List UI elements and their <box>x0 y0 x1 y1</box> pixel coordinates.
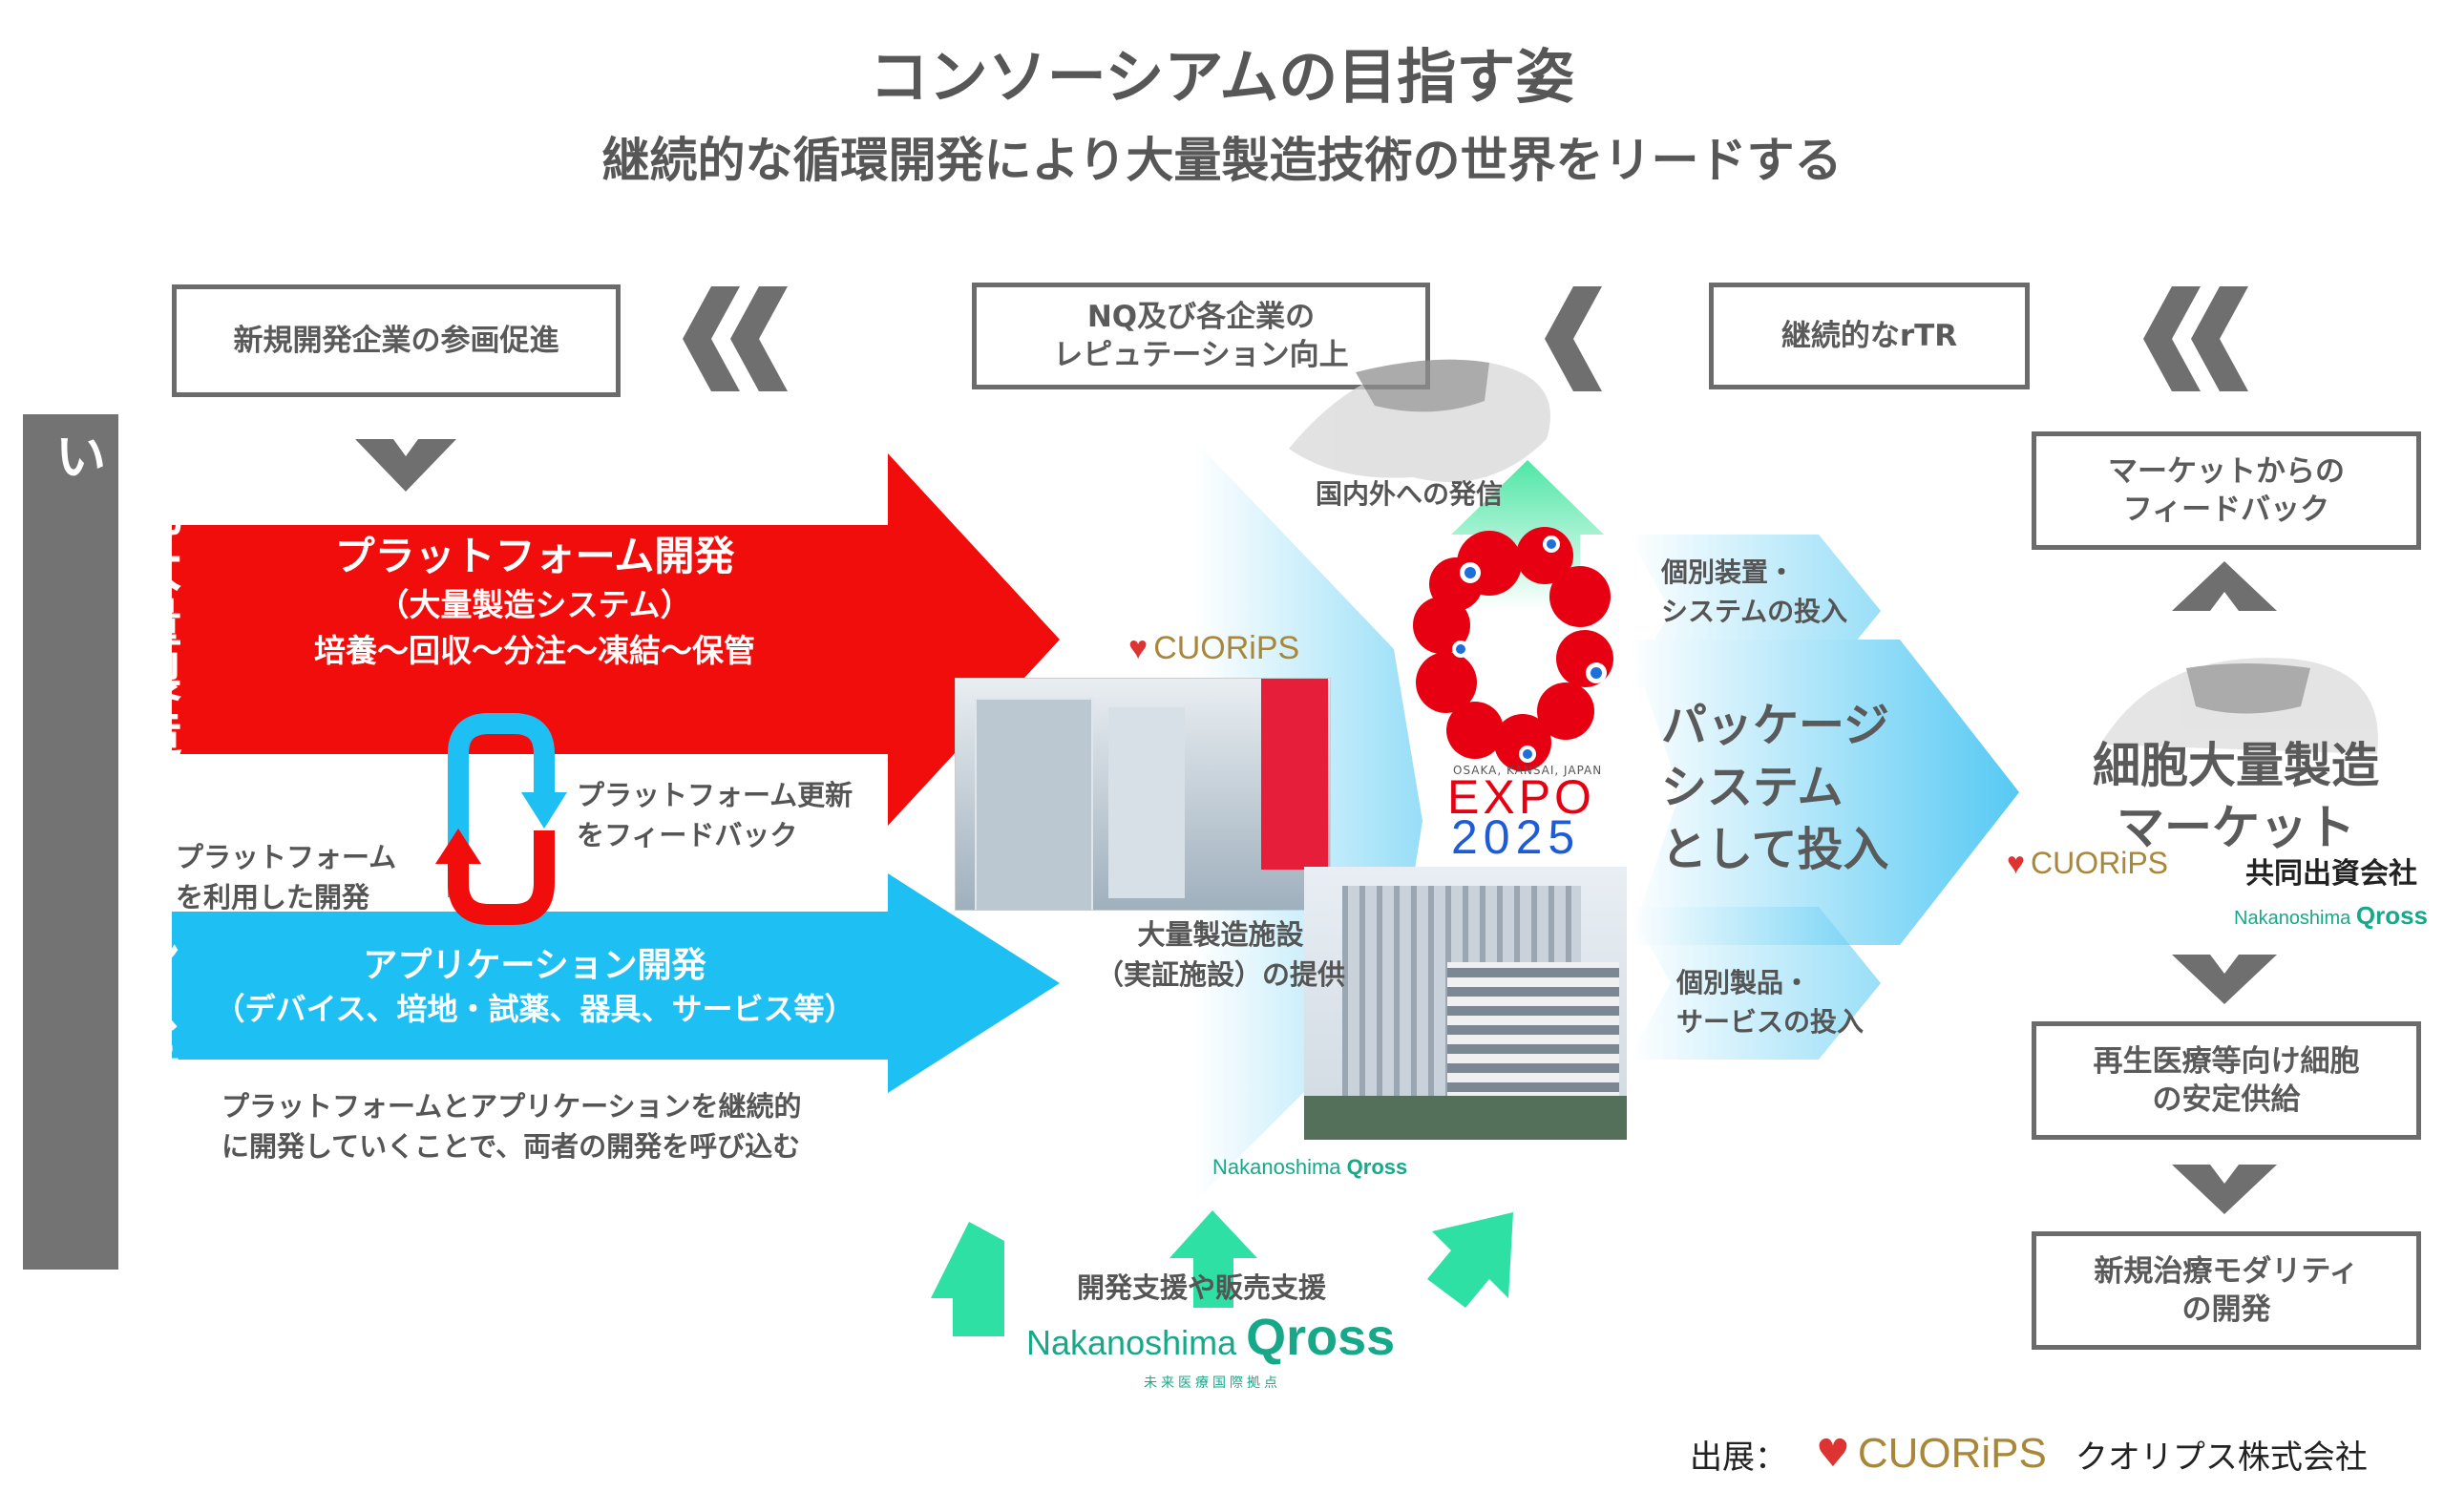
expo-year: 2025 <box>1451 810 1581 864</box>
chevrons <box>355 286 2277 1214</box>
page-title: コンソーシアムの目指す姿 <box>869 42 1575 112</box>
nq-logo-subtitle: 未来医療国際拠点 <box>1144 1376 1281 1391</box>
application-arrow <box>172 873 1060 1093</box>
support-arrows <box>931 1210 1513 1336</box>
left-banner <box>23 414 118 1270</box>
expo-word: EXPO <box>1447 770 1595 824</box>
package-product-label: 個別製品・ サービスの投入 <box>1676 967 1865 1038</box>
broadcast-label: 国内外への発信 <box>1316 478 1504 510</box>
box-stable-supply: 再生医療等向け細胞 の安定供給 <box>2032 1021 2421 1140</box>
platform-title: プラットフォーム開発 <box>334 533 735 579</box>
globe-right <box>2100 658 2378 754</box>
cycle-arrows <box>435 713 567 925</box>
footer-company: クオリプス株式会社 <box>2075 1438 2368 1477</box>
bottom-note: プラットフォームとアプリケーションを継続的 に開発していくことで、両者の開発を呼… <box>221 1090 802 1164</box>
heart-icon: ♥ <box>1128 630 1148 666</box>
platform-arrow <box>172 453 1060 826</box>
nq-logo-main: Nakanoshima Qross <box>1026 1309 1396 1366</box>
page-subtitle: 継続的な循環開発により大量製造技術の世界をリードする <box>601 133 1843 188</box>
box-market-feedback: マーケットからの フィードバック <box>2032 431 2421 550</box>
cycle-feedback-label: プラットフォーム更新 をフィードバック <box>577 779 853 852</box>
cleanroom-photo <box>955 678 1331 911</box>
application-title: アプリケーション開発 <box>363 946 706 985</box>
platform-system: （大量製造システム） <box>377 586 692 623</box>
package-device-label: 個別装置・ システムの投入 <box>1661 556 1848 627</box>
box-new-participants: 新規開発企業の参画促進 <box>172 284 621 397</box>
building-photo <box>1304 867 1627 1140</box>
expo-small-text: OSAKA, KANSAI, JAPAN <box>1453 764 1603 777</box>
cuorips-logo-market: ♥ CUORiPS <box>2007 846 2169 880</box>
footer-cuorips-logo: CUORiPS <box>1857 1430 2047 1477</box>
expo-logo-ring <box>1413 527 1613 771</box>
footer-label: 出展： <box>1690 1438 1787 1477</box>
package-arrows <box>1628 535 2019 1060</box>
joint-company-label: 共同出資会社 <box>2245 857 2417 891</box>
footer: 出展： ♥ CUORiPS クオリプス株式会社 <box>1690 1430 2368 1478</box>
globe-center <box>1289 359 1550 482</box>
left-banner-text: 細胞大量製造装置・システムがない <box>46 430 181 1260</box>
nq-logo-market: Nakanoshima Qross <box>2234 901 2429 930</box>
application-items: （デバイス、培地・試薬、器具、サービス等） <box>214 991 855 1027</box>
cuorips-logo-photo: ♥ CUORiPS <box>1128 630 1300 666</box>
heart-icon: ♥ <box>1816 1432 1850 1476</box>
box-new-modality: 新規治療モダリティ の開発 <box>2032 1231 2421 1350</box>
heart-icon: ♥ <box>2007 846 2025 880</box>
market-title: 細胞大量製造 マーケット <box>2093 738 2379 855</box>
package-main-label: パッケージ システム として投入 <box>1661 699 1890 876</box>
platform-process: 培養〜回収〜分注〜凍結〜保管 <box>314 632 755 669</box>
support-label: 開発支援や販売支援 <box>1077 1271 1327 1304</box>
facility-label: 大量製造施設 （実証施設）の提供 <box>1096 918 1346 992</box>
cycle-use-label: プラットフォーム を利用した開発 <box>176 841 397 914</box>
nq-logo-small: Nakanoshima Qross <box>1212 1155 1408 1179</box>
box-rtr: 継続的なrTR <box>1709 283 2030 389</box>
box-reputation: NQ及び各企業の レピュテーション向上 <box>972 283 1430 389</box>
